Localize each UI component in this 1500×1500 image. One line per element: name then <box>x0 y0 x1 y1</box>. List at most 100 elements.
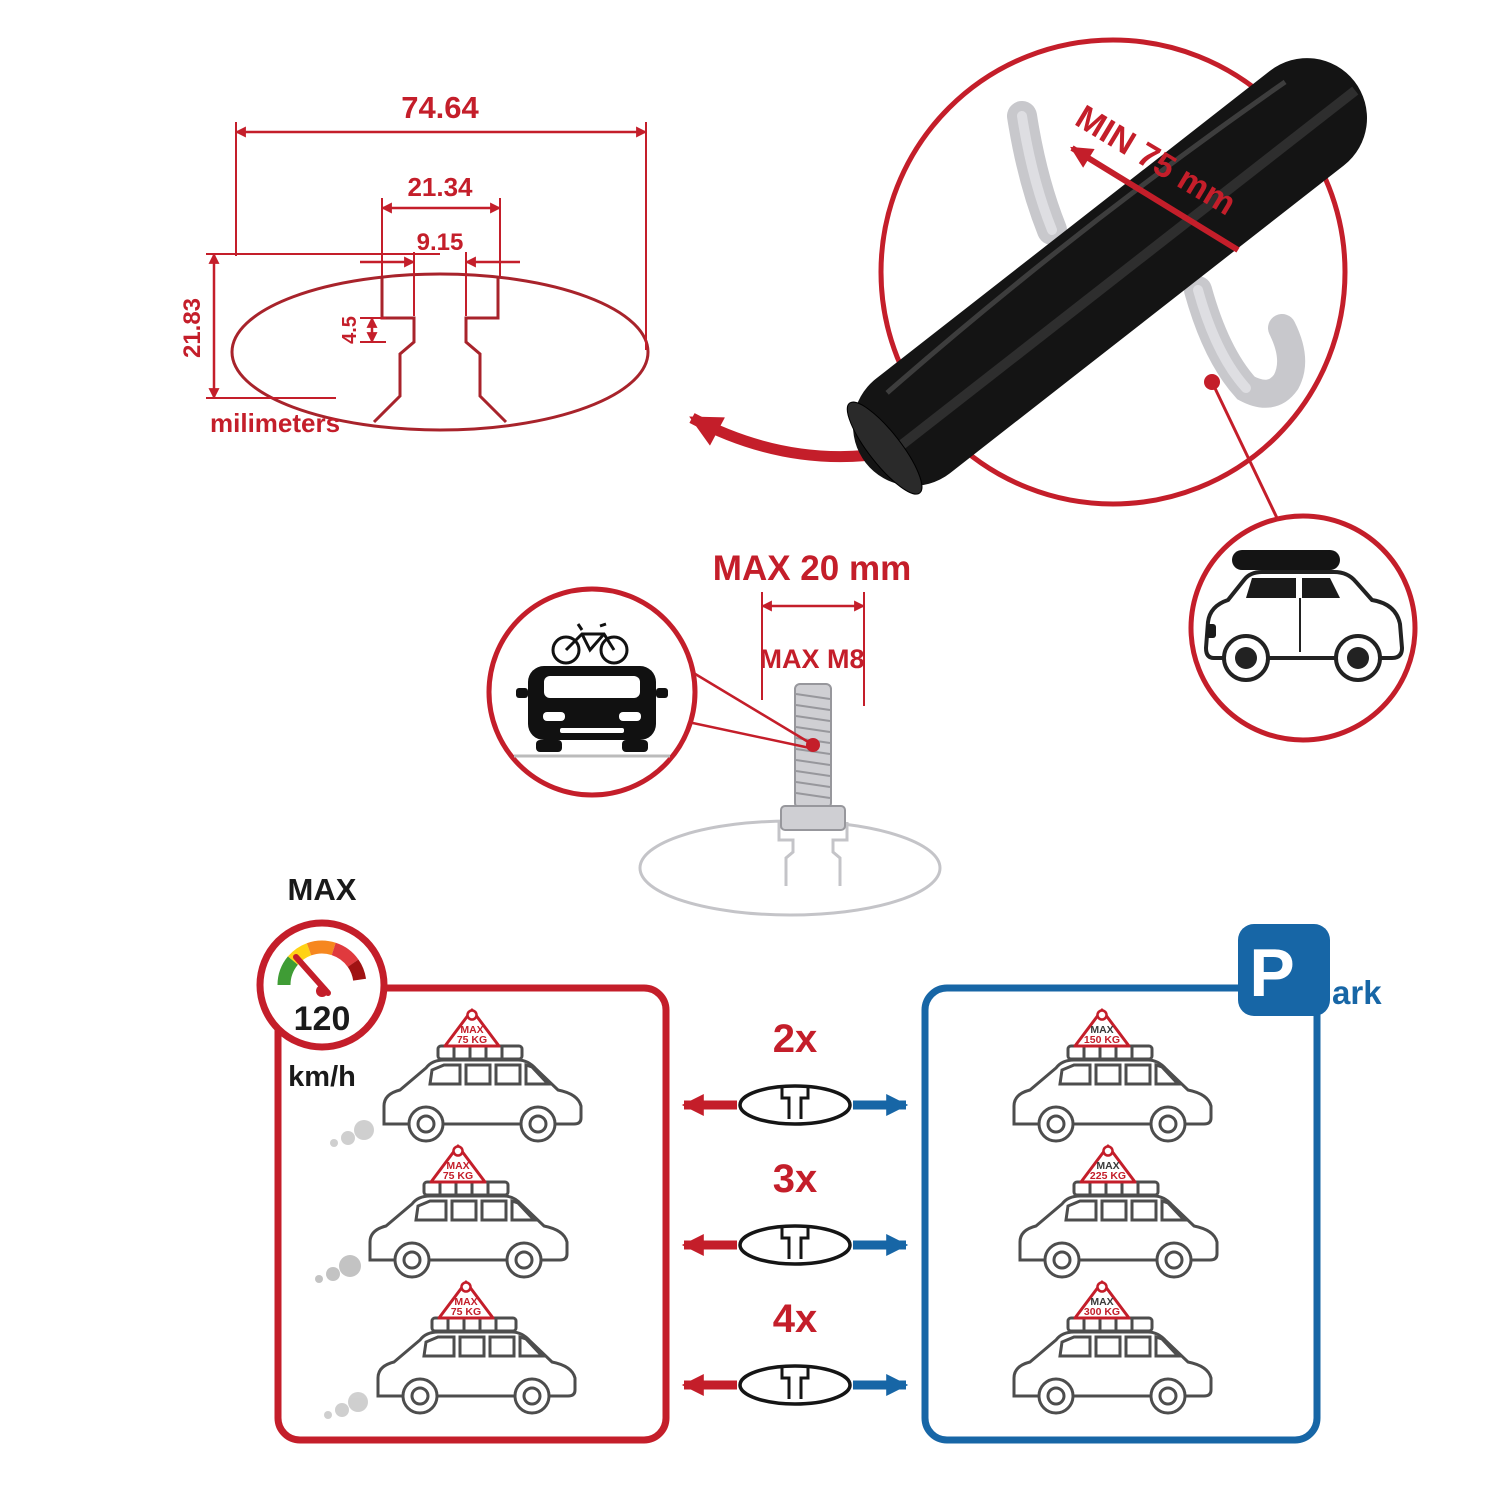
driving-car-1: MAX 75 KG <box>330 1008 583 1147</box>
car-front-icon <box>514 666 670 758</box>
gauge-hub <box>316 985 328 997</box>
load-tag: MAX 150 KG <box>1073 1008 1131 1048</box>
load-tag-value: 300 KG <box>1084 1306 1120 1318</box>
load-tag-value: 225 KG <box>1090 1170 1126 1182</box>
bar-count-label: 3x <box>773 1157 818 1201</box>
car-side-icon <box>1012 1316 1213 1415</box>
load-tag-shape <box>1073 1280 1131 1320</box>
car-side-icon <box>1012 1044 1213 1143</box>
suv-front-window <box>1246 578 1296 598</box>
bolt-threads <box>795 693 831 799</box>
gauge-unit: km/h <box>288 1061 356 1093</box>
car-side-icon <box>1018 1180 1219 1279</box>
bar-count-row-1: 2x <box>681 1017 909 1126</box>
load-tag-value: 150 KG <box>1084 1034 1120 1046</box>
load-tag-ring <box>460 1281 472 1293</box>
load-tag: MAX 75 KG <box>443 1008 501 1048</box>
load-tag: MAX 300 KG <box>1073 1280 1131 1320</box>
ghost-profile-ellipse <box>638 819 942 917</box>
load-tag-value: 75 KG <box>457 1034 487 1046</box>
crossbar-end-cap <box>846 401 923 495</box>
load-tag-value: 75 KG <box>451 1306 481 1318</box>
load-tag-value: 75 KG <box>443 1170 473 1182</box>
bar-count-row-2: 3x <box>681 1157 909 1266</box>
clamp-strap-highlight <box>1017 111 1057 235</box>
callout-line <box>1210 381 1279 519</box>
load-tag-max: MAX <box>1090 1296 1113 1308</box>
parked-car-1: MAX 150 KG <box>1012 1008 1213 1143</box>
load-tag: MAX 225 KG <box>1079 1144 1137 1184</box>
exhaust-puffs <box>330 1120 374 1147</box>
parking-sign-suffix: ark <box>1332 974 1382 1011</box>
suv-grille <box>1206 624 1216 638</box>
bike-car-circle <box>486 586 811 798</box>
bolt-width-label: MAX 20 mm <box>713 549 911 588</box>
load-tag-ring <box>452 1145 464 1157</box>
bolt-callout-dot <box>806 738 820 752</box>
load-tag-ring <box>1096 1281 1108 1293</box>
bolt-thread-label: MAX M8 <box>759 644 864 674</box>
car-side-icon <box>382 1044 583 1143</box>
crossbar-mini-icon <box>738 1224 852 1266</box>
suv-roofbox-circle <box>1188 513 1418 743</box>
load-tag-max: MAX <box>1090 1024 1113 1036</box>
crossbar-mini-icon <box>738 1084 852 1126</box>
parked-car-2: MAX 225 KG <box>1018 1144 1219 1279</box>
load-tag-shape <box>1079 1144 1137 1184</box>
load-tag-ring <box>466 1009 478 1021</box>
car-mirror-left <box>516 688 528 698</box>
car-wheel-right <box>622 740 648 752</box>
suv-front-hub <box>1235 647 1257 669</box>
car-grille <box>560 728 624 733</box>
parking-sign-p: P <box>1249 935 1294 1011</box>
dimension-total-width: 74.64 <box>401 90 479 125</box>
crossbar-mini-icon <box>738 1364 852 1406</box>
driving-car-3: MAX 75 KG <box>324 1280 577 1419</box>
suv-rear-hub <box>1347 647 1369 669</box>
roof-box <box>1232 550 1340 570</box>
speed-limit-gauge: MAX 120 km/h <box>256 872 388 1093</box>
dimension-slot-width: 9.15 <box>417 229 464 256</box>
bar-count-label: 2x <box>773 1017 818 1061</box>
car-wheel-left <box>536 740 562 752</box>
parking-sign-square <box>1238 924 1330 1016</box>
car-windshield <box>544 676 640 698</box>
driving-panel <box>274 984 670 1444</box>
dimension-lip-height: 4.5 <box>339 316 361 344</box>
load-tag: MAX 75 KG <box>429 1144 487 1184</box>
gauge-value: 120 <box>294 1000 351 1038</box>
bolt-head <box>780 805 846 831</box>
gauge-title: MAX <box>288 872 357 907</box>
parked-car-3: MAX 300 KG <box>1012 1280 1213 1415</box>
load-tag-shape <box>429 1144 487 1184</box>
crossbar-groove <box>875 86 1359 467</box>
units-label: milimeters <box>210 408 340 438</box>
load-tag: MAX 75 KG <box>437 1280 495 1320</box>
t-slot-right-wall <box>464 278 508 424</box>
parking-panel <box>921 984 1321 1444</box>
crossbar-highlight <box>885 79 1287 395</box>
dimension-total-height: 21.83 <box>179 298 206 358</box>
clamp-strap-highlight <box>1193 285 1251 393</box>
load-tag-shape <box>443 1008 501 1048</box>
bike-icon <box>551 622 629 665</box>
ghost-slot-right <box>831 822 849 886</box>
car-side-icon <box>368 1180 569 1279</box>
aero-crossbar <box>846 58 1368 495</box>
gauge-arcs <box>277 940 367 986</box>
ghost-slot-left <box>777 822 795 886</box>
car-mirror-right <box>656 688 668 698</box>
bar-count-label: 4x <box>773 1297 818 1341</box>
load-tag-max: MAX <box>1096 1160 1119 1172</box>
parking-sign: P ark <box>1238 924 1382 1016</box>
car-headlight-right <box>619 712 641 721</box>
crossbar-profile-ellipse <box>230 272 650 432</box>
suv-rear-window <box>1302 578 1340 598</box>
load-tag-max: MAX <box>446 1160 469 1172</box>
exhaust-puffs <box>315 1255 361 1283</box>
dimension-channel-width: 21.34 <box>407 172 473 202</box>
exhaust-puffs <box>324 1392 368 1419</box>
crossbar-detail-circle: MIN 75 mm <box>846 37 1368 519</box>
